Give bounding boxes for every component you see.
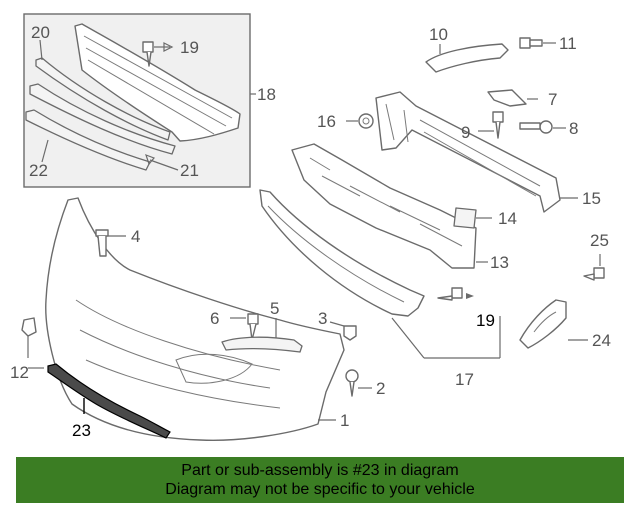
callout-11: 11 [559,34,577,53]
clip-part-3 [329,321,357,341]
nut-part-16 [346,113,374,129]
callout-23: 23 [72,421,91,440]
callout-14: 14 [498,209,517,228]
callout-12: 12 [10,363,29,382]
bolt-part-8 [519,120,566,134]
screw-part-2 [345,369,372,397]
bumper-reinforcement-part-15 [375,91,578,213]
clip-part-12 [21,317,44,369]
lower-grille-part-17 [259,189,501,359]
callout-20: 20 [31,23,50,42]
callout-15: 15 [582,189,601,208]
callout-24: 24 [592,331,611,350]
bolt-part-25 [583,254,605,281]
grille-moulding-strip [29,83,176,155]
bracket-part-10 [425,43,509,73]
callout-13: 13 [490,253,509,272]
energy-absorber-part-13 [291,143,488,269]
callout-21: 21 [180,161,199,180]
radiator-grille-part [74,23,241,142]
callout-19-inset: 19 [180,38,199,57]
callout-4: 4 [131,227,140,246]
callout-25: 25 [590,231,609,250]
callout-1: 1 [340,411,349,430]
callout-5: 5 [270,299,279,318]
callout-18: 18 [257,85,276,104]
callout-6: 6 [210,309,219,328]
callout-10: 10 [429,25,448,44]
callout-17: 17 [455,370,474,389]
bumper-cover-part-1 [45,197,345,442]
grille-moulding-part-20 [35,57,171,141]
callout-7: 7 [548,90,557,109]
clip-part-4 [95,229,126,257]
bolt-part-19-inset [142,41,170,67]
callout-19-lower: 19 [476,311,495,330]
callout-9: 9 [461,123,470,142]
bracket-part-7 [487,89,527,107]
moulding-part-5 [221,318,303,353]
banner-line-2: Diagram may not be specific to your vehi… [165,481,475,498]
callout-3: 3 [318,309,327,328]
callout-22: 22 [29,161,48,180]
callout-2: 2 [376,379,385,398]
fog-bracket-part-24 [519,299,588,349]
parts-diagram: 20 19 18 22 21 10 11 7 15 16 9 [10,13,611,442]
info-banner: Part or sub-assembly is #23 in diagram D… [16,457,624,503]
clip-part-14 [453,207,477,229]
banner-line-1: Part or sub-assembly is #23 in diagram [181,462,459,479]
bolt-part-9 [478,111,504,139]
callout-16: 16 [317,112,336,131]
bolt-part-11 [519,37,556,49]
grille-moulding-part-22 [25,109,151,171]
callout-8: 8 [569,119,578,138]
lower-moulding-part-23 [47,363,171,439]
bolt-part-19-lower [437,287,474,301]
